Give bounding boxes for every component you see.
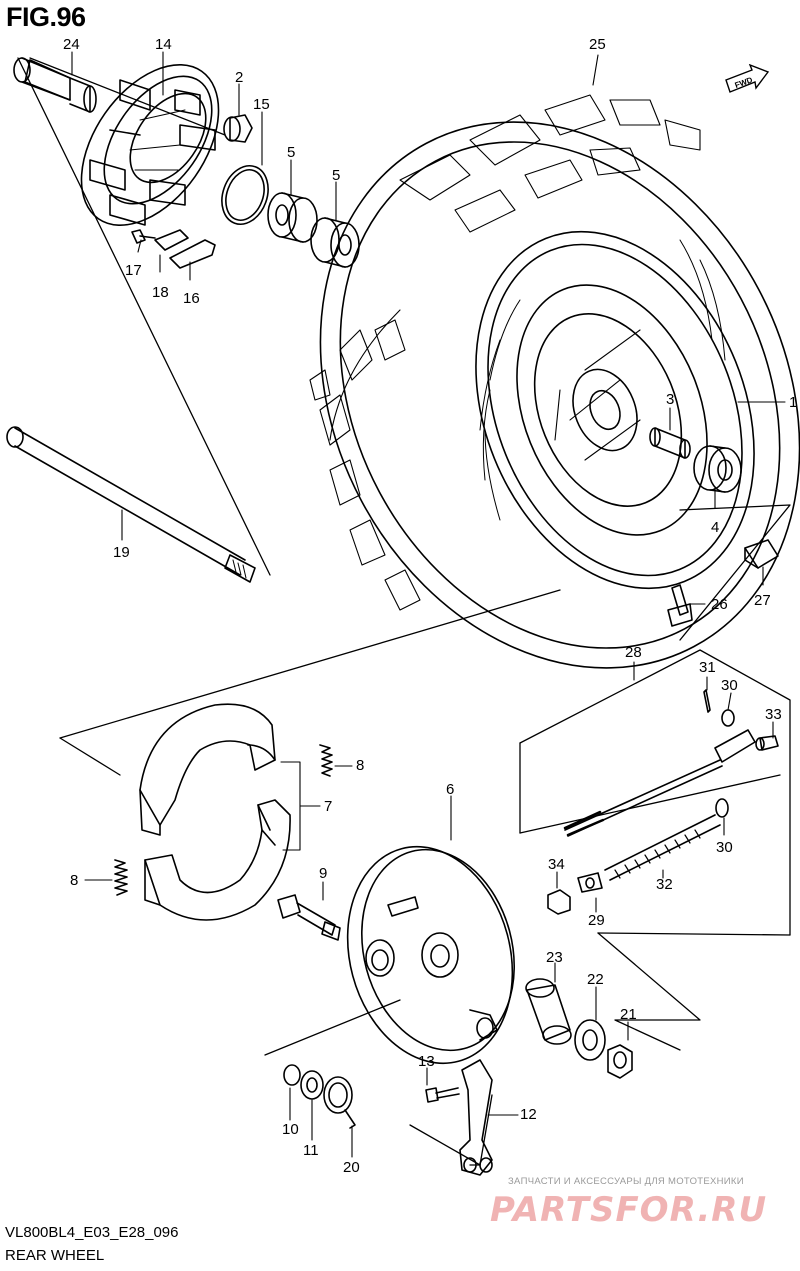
stopper-16 <box>170 240 215 268</box>
brake-shoes-7 <box>140 704 290 920</box>
watermark-logo: PARTSFOR.RU <box>490 1190 768 1230</box>
rear-wheel-1 <box>425 190 800 630</box>
washer-30b <box>716 799 728 817</box>
callout-30: 30 <box>721 677 738 694</box>
callout-leaders <box>72 52 785 1157</box>
watermark-tagline: ЗАПЧАСТИ И АКСЕССУАРЫ ДЛЯ МОТОТЕХНИКИ <box>508 1176 744 1187</box>
brake-rod-28 <box>565 730 755 836</box>
callout-31: 31 <box>699 659 716 676</box>
callout-22: 22 <box>587 971 604 988</box>
brake-panel-6 <box>324 828 536 1082</box>
callout-30: 30 <box>716 839 733 856</box>
callout-8: 8 <box>356 757 365 774</box>
cotter-pin-31 <box>704 690 710 712</box>
brake-cam-9 <box>278 895 340 940</box>
nut-34 <box>548 890 570 914</box>
callout-14: 14 <box>155 36 172 53</box>
valve-26 <box>668 585 692 626</box>
callout-28: 28 <box>625 644 642 661</box>
callout-16: 16 <box>183 290 200 307</box>
callout-25: 25 <box>589 36 606 53</box>
diagram-name: REAR WHEEL <box>5 1247 105 1264</box>
callout-26: 26 <box>711 596 728 613</box>
callout-5: 5 <box>332 167 341 184</box>
bearing-5b <box>311 218 359 267</box>
o-ring-15 <box>214 159 276 230</box>
washer-30a <box>722 710 734 726</box>
bolt-13 <box>426 1088 459 1102</box>
joint-29 <box>578 873 602 892</box>
bearing-4 <box>694 446 741 492</box>
callout-4: 4 <box>711 519 720 536</box>
callout-3: 3 <box>666 391 675 408</box>
callout-17: 17 <box>125 262 142 279</box>
callout-29: 29 <box>588 912 605 929</box>
callout-34: 34 <box>548 856 565 873</box>
valve-cap-27 <box>745 540 778 568</box>
callout-8: 8 <box>70 872 79 889</box>
callout-21: 21 <box>620 1006 637 1023</box>
return-spring-20 <box>324 1077 355 1128</box>
callout-18: 18 <box>152 284 169 301</box>
callout-32: 32 <box>656 876 673 893</box>
spring-8a <box>320 745 332 776</box>
callout-27: 27 <box>754 592 771 609</box>
spacer-3 <box>650 428 690 458</box>
spacer-23 <box>526 979 571 1044</box>
rear-tire-25 <box>228 38 800 753</box>
spacer-sleeve-24 <box>14 58 96 112</box>
forward-arrow-icon: FWD <box>722 64 770 94</box>
grouping-lines <box>18 58 790 1165</box>
pin-33 <box>756 736 778 750</box>
washer-11 <box>301 1071 323 1099</box>
washer-22 <box>575 1020 605 1060</box>
brake-lever-12 <box>460 1060 492 1175</box>
bearing-5a <box>268 193 317 242</box>
callout-20: 20 <box>343 1159 360 1176</box>
callout-24: 24 <box>63 36 80 53</box>
axle-19 <box>7 427 255 582</box>
callout-1: 1 <box>789 394 798 411</box>
callout-19: 19 <box>113 544 130 561</box>
castle-nut-21 <box>608 1045 632 1078</box>
callout-33: 33 <box>765 706 782 723</box>
figure-title: FIG.96 <box>6 2 86 32</box>
callout-11: 11 <box>303 1142 319 1159</box>
collar-2 <box>224 115 252 142</box>
plate-18 <box>155 230 188 250</box>
circlip-10 <box>284 1065 300 1085</box>
callout-2: 2 <box>235 69 244 86</box>
callout-7: 7 <box>324 798 333 815</box>
callout-13: 13 <box>418 1053 435 1070</box>
callout-23: 23 <box>546 949 563 966</box>
callout-15: 15 <box>253 96 270 113</box>
callout-6: 6 <box>446 781 455 798</box>
spring-8b <box>115 860 127 895</box>
callout-10: 10 <box>282 1121 299 1138</box>
spring-32 <box>605 815 720 880</box>
sprocket-hub-14 <box>53 40 246 251</box>
bolt-17 <box>132 230 155 243</box>
diagram-code: VL800BL4_E03_E28_096 <box>5 1224 179 1241</box>
callout-5: 5 <box>287 144 296 161</box>
callout-9: 9 <box>319 865 328 882</box>
callout-12: 12 <box>520 1106 537 1123</box>
